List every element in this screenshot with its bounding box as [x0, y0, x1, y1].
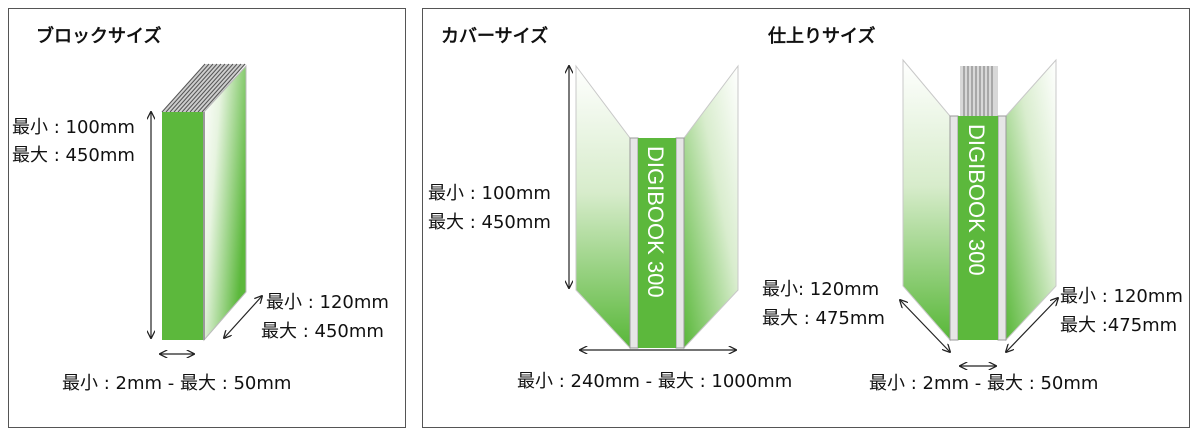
cover-width-range: 最小 : 240mm - 最大 : 1000mm: [517, 371, 793, 392]
finished-left-arrow: [900, 300, 950, 352]
finished-right-max: 最大 :475mm: [1060, 315, 1178, 336]
cover-book-illustration: [575, 64, 739, 350]
block-book-illustration: [161, 63, 247, 342]
finished-spine-range: 最小 : 2mm - 最大 : 50mm: [869, 373, 1099, 394]
book-diagrams: DIGIBOOK 300 DIGIBOOK 300: [0, 58, 1197, 412]
cover-and-finished-panel: [422, 8, 1190, 428]
finished-right-arrow: [1006, 298, 1058, 352]
finished-book-illustration: [902, 58, 1057, 342]
finished-left-min: 最小: 120mm: [762, 279, 880, 300]
block-depth-min: 最小 : 120mm: [266, 292, 389, 313]
cover-height-max: 最大 : 450mm: [428, 212, 551, 233]
cover-height-min: 最小 : 100mm: [428, 183, 551, 204]
finished-right-min: 最小 : 120mm: [1060, 286, 1183, 307]
cover-size-title: カバーサイズ: [441, 26, 549, 47]
block-height-min: 最小 : 100mm: [12, 117, 135, 138]
block-size-title: ブロックサイズ: [36, 26, 162, 47]
finished-size-title: 仕上りサイズ: [768, 26, 876, 47]
block-depth-arrow: [224, 296, 262, 338]
cover-spine-text: DIGIBOOK 300: [643, 146, 668, 298]
block-spine-range: 最小 : 2mm - 最大 : 50mm: [62, 373, 292, 394]
finished-spine-text: DIGIBOOK 300: [964, 124, 989, 276]
block-height-max: 最大 : 450mm: [12, 145, 135, 166]
block-depth-max: 最大 : 450mm: [261, 321, 384, 342]
finished-left-max: 最大 : 475mm: [762, 308, 885, 329]
